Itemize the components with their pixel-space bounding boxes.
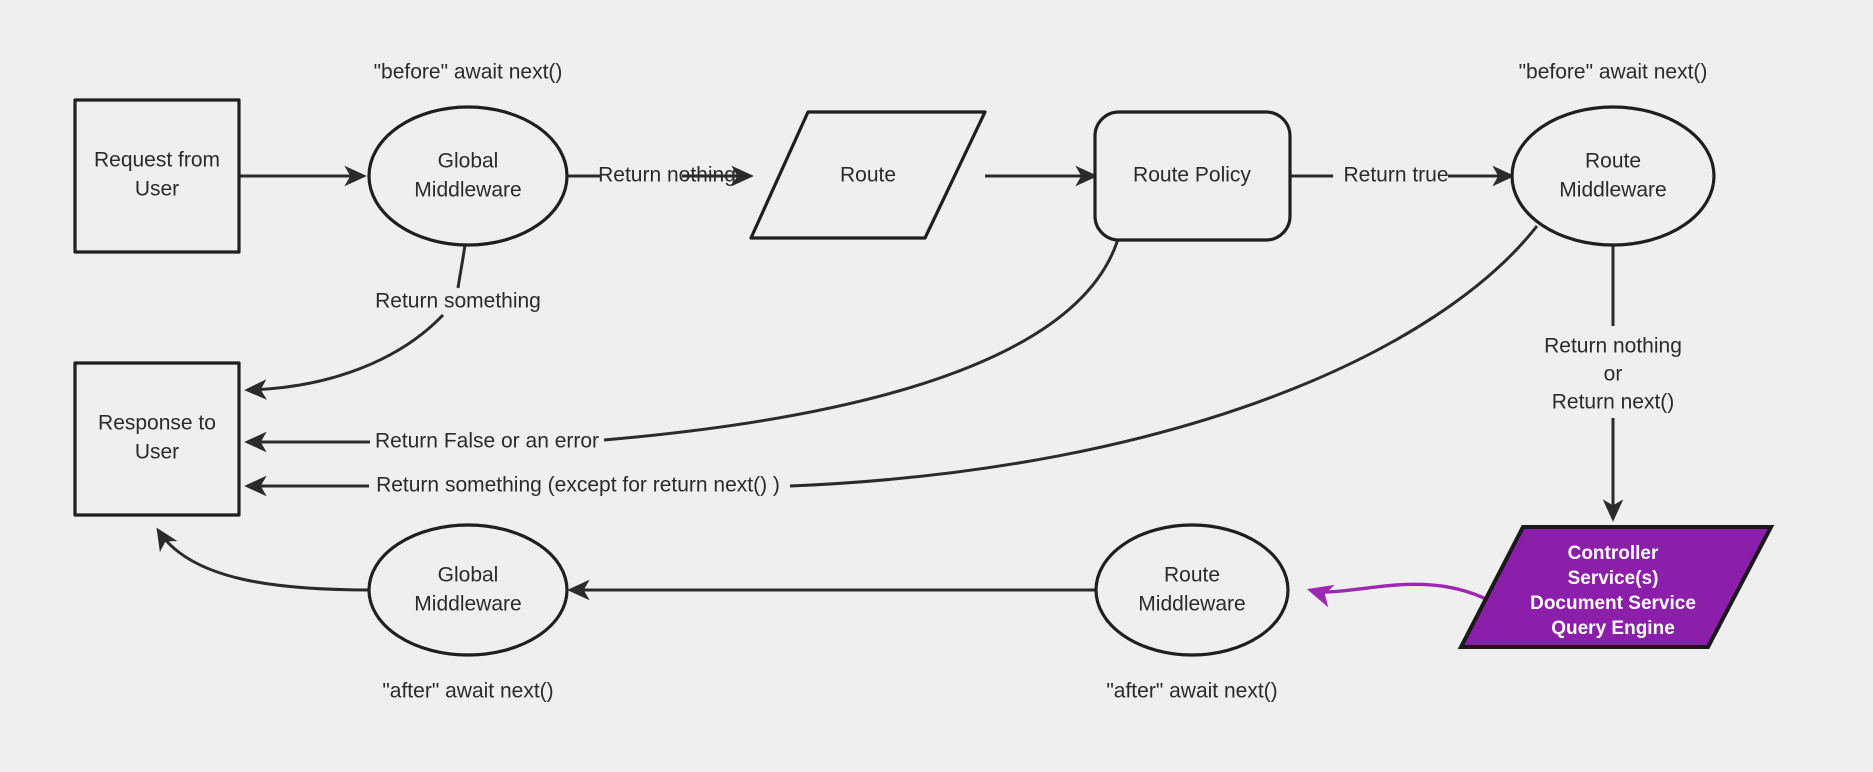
node-global-middleware-bottom[interactable]: Global Middleware: [367, 523, 569, 657]
edge-routemw-return-something-curve: [789, 225, 1539, 488]
annotation-before-await-next-left: "before" await next(): [374, 61, 563, 84]
global-middleware-top-label-line1: Global: [438, 150, 499, 173]
edge-label-return-true: Return true: [1343, 164, 1448, 187]
route-middleware-top-shape: [1510, 105, 1716, 247]
edge-label-return-nothing: Return nothing: [598, 164, 736, 187]
edge-policy-return-false-curve: [603, 231, 1122, 442]
node-route-middleware-top[interactable]: Route Middleware: [1510, 105, 1716, 247]
request-from-user-shape: [73, 98, 241, 254]
node-request-from-user[interactable]: Request from User: [73, 98, 241, 254]
route-middleware-bottom-shape: [1094, 523, 1290, 657]
response-to-user-label-line2: User: [135, 441, 179, 464]
route-policy-label: Route Policy: [1133, 164, 1251, 187]
response-to-user-label-line1: Response to: [98, 412, 216, 435]
node-route-policy[interactable]: Route Policy: [1093, 110, 1292, 242]
node-route[interactable]: Route: [749, 110, 987, 240]
route-shape: [749, 110, 987, 240]
global-middleware-bottom-label-line2: Middleware: [414, 593, 521, 616]
global-middleware-top-shape: [367, 105, 569, 247]
node-response-to-user[interactable]: Response to User: [73, 361, 241, 517]
edge-label-return-nothing-or-next-line3: Return next(): [1552, 391, 1675, 414]
route-policy-shape: [1093, 110, 1292, 242]
edge-label-return-false-or-error: Return False or an error: [375, 430, 599, 453]
route-middleware-bottom-label-line2: Middleware: [1138, 593, 1245, 616]
edge-label-return-something: Return something: [375, 290, 541, 313]
edge-global-return-something-lower: [244, 313, 445, 400]
edge-label-return-nothing-or-next-line1: Return nothing: [1544, 335, 1682, 358]
node-route-middleware-bottom[interactable]: Route Middleware: [1094, 523, 1290, 657]
global-middleware-bottom-label-line1: Global: [438, 564, 499, 587]
response-to-user-shape: [73, 361, 241, 517]
edge-controller-to-routemw-bottom: [1306, 582, 1491, 608]
controller-services-shape: [1457, 525, 1775, 649]
route-middleware-top-label-line2: Middleware: [1559, 179, 1666, 202]
request-from-user-label-line2: User: [135, 178, 179, 201]
edge-label-return-nothing-or-next-line2: or: [1604, 363, 1623, 386]
controller-label-line4: Query Engine: [1551, 618, 1675, 639]
global-middleware-top-label-line2: Middleware: [414, 179, 521, 202]
node-controller-services[interactable]: Controller Service(s) Document Service Q…: [1457, 525, 1775, 649]
annotation-before-await-next-right: "before" await next(): [1519, 61, 1708, 84]
route-middleware-bottom-label-line1: Route: [1164, 564, 1220, 587]
controller-label-line2: Service(s): [1568, 568, 1659, 589]
request-from-user-label-line1: Request from: [94, 149, 220, 172]
controller-label-line1: Controller: [1568, 543, 1659, 564]
route-middleware-top-label-line1: Route: [1585, 150, 1641, 173]
controller-label-line3: Document Service: [1530, 593, 1696, 614]
global-middleware-bottom-shape: [367, 523, 569, 657]
annotation-after-await-next-right: "after" await next(): [1106, 680, 1277, 703]
route-label: Route: [840, 164, 896, 187]
annotation-after-await-next-left: "after" await next(): [382, 680, 553, 703]
edge-globalmw-bottom-to-response: [156, 527, 372, 592]
edge-label-return-something-except: Return something (except for return next…: [376, 474, 780, 497]
node-global-middleware-top[interactable]: Global Middleware: [367, 105, 569, 247]
